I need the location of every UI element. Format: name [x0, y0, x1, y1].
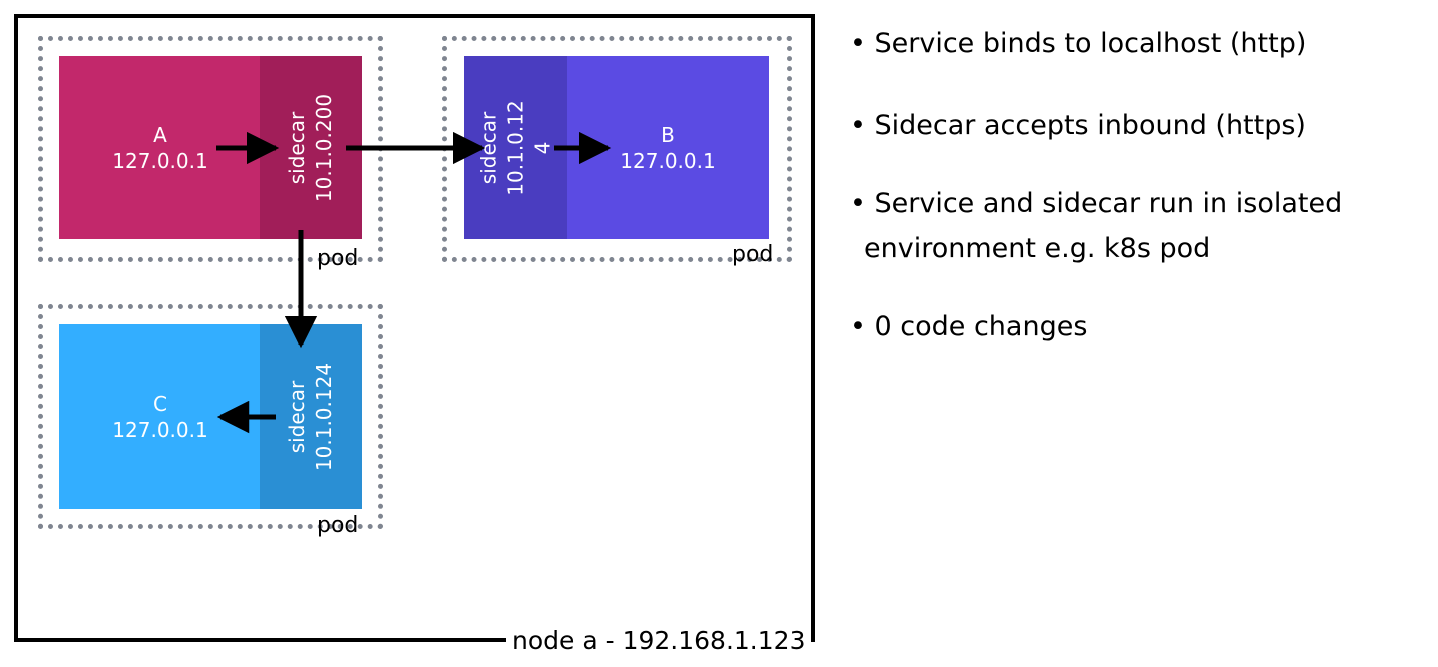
service-a: A 127.0.0.1: [59, 56, 261, 239]
pod-c-label: pod: [317, 513, 359, 538]
sidecar-c: sidecar 10.1.0.124: [260, 324, 362, 509]
service-c-name: C: [153, 391, 167, 416]
bullet-item: • 0 code changes: [850, 311, 1088, 342]
bullet-item: • Service binds to localhost (http): [850, 28, 1307, 59]
pod-a-label: pod: [317, 246, 359, 271]
service-b-ip: 127.0.0.1: [620, 148, 716, 173]
service-b-name: B: [661, 122, 675, 147]
service-a-ip: 127.0.0.1: [112, 148, 208, 173]
service-c-ip: 127.0.0.1: [112, 417, 208, 442]
bullet-item: • Sidecar accepts inbound (https): [850, 110, 1306, 141]
node-label: node a - 192.168.1.123: [506, 624, 812, 658]
bullet-item-continuation: environment e.g. k8s pod: [864, 233, 1211, 264]
service-c: C 127.0.0.1: [59, 324, 261, 509]
pod-b-label: pod: [732, 242, 774, 267]
service-a-name: A: [153, 122, 167, 147]
bullet-item: • Service and sidecar run in isolated: [850, 188, 1343, 219]
pod-c: [38, 304, 383, 529]
node-frame: [14, 14, 815, 642]
